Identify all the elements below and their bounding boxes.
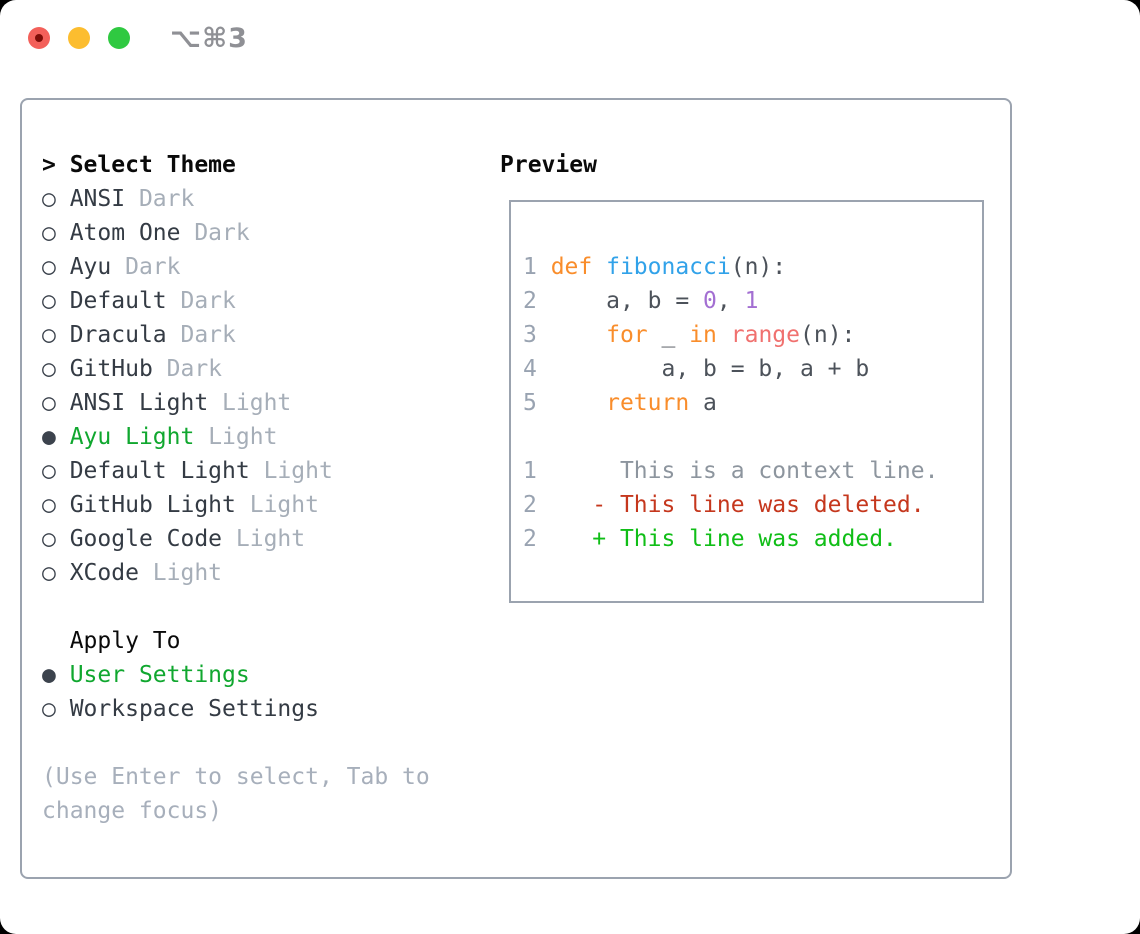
minimize-button[interactable]	[68, 27, 90, 49]
radio-icon: ○	[42, 526, 70, 552]
theme-name: Ayu Light	[69, 424, 209, 450]
apply-option-user-settings[interactable]: ● User Settings	[42, 658, 430, 692]
theme-option-dracula[interactable]: ○ Dracula Dark	[42, 318, 430, 352]
theme-variant-label: Light	[249, 492, 319, 518]
theme-option-ayu[interactable]: ○ Ayu Dark	[42, 250, 430, 284]
help-text: (Use Enter to select, Tab to	[42, 764, 430, 790]
apply-option-label: User Settings	[69, 662, 250, 688]
theme-variant-label: Dark	[125, 254, 181, 280]
code-line: 4 a, b = b, a + b	[523, 356, 870, 382]
theme-name: ANSI	[69, 186, 139, 212]
code-line: 1 def fibonacci(n):	[523, 254, 787, 280]
theme-name: Atom One	[69, 220, 195, 246]
radio-icon: ○	[42, 492, 70, 518]
radio-icon: ○	[42, 186, 70, 212]
theme-variant-label: Dark	[194, 220, 250, 246]
code-preview: 1 def fibonacci(n): 2 a, b = 0, 1 3 for _ …	[523, 250, 938, 556]
theme-list: > Select Theme○ ANSI Dark○ Atom One Dark…	[42, 148, 430, 828]
code-line: 2 - This line was deleted.	[523, 492, 925, 518]
code-line: 1 This is a context line.	[523, 458, 939, 484]
theme-option-ansi-light[interactable]: ○ ANSI Light Light	[42, 386, 430, 420]
theme-picker-panel: > Select Theme○ ANSI Dark○ Atom One Dark…	[20, 98, 1012, 879]
radio-selected-icon: ●	[42, 424, 70, 450]
theme-variant-label: Dark	[180, 322, 236, 348]
theme-option-ansi[interactable]: ○ ANSI Dark	[42, 182, 430, 216]
theme-option-default[interactable]: ○ Default Dark	[42, 284, 430, 318]
select-theme-label: Select Theme	[69, 152, 236, 178]
zoom-button[interactable]	[108, 27, 130, 49]
theme-variant-label: Dark	[138, 186, 195, 212]
theme-variant-label: Light	[152, 560, 223, 586]
theme-option-default-light[interactable]: ○ Default Light Light	[42, 454, 430, 488]
theme-name: Ayu	[69, 254, 126, 280]
theme-variant-label: Light	[222, 390, 292, 416]
theme-name: GitHub Light	[69, 492, 250, 518]
apply-to-label: Apply To	[42, 628, 181, 654]
close-button[interactable]	[28, 27, 50, 49]
theme-option-google-code[interactable]: ○ Google Code Light	[42, 522, 430, 556]
theme-variant-label: Light	[235, 526, 306, 552]
help-text: change focus)	[42, 798, 223, 824]
cursor-icon: >	[42, 152, 70, 178]
radio-icon: ○	[42, 322, 70, 348]
select-theme-header: > Select Theme	[42, 148, 430, 182]
radio-icon: ○	[42, 458, 70, 484]
code-line	[523, 420, 938, 454]
radio-icon: ○	[42, 220, 70, 246]
apply-option-workspace-settings[interactable]: ○ Workspace Settings	[42, 692, 430, 726]
theme-option-ayu-light[interactable]: ● Ayu Light Light	[42, 420, 430, 454]
theme-option-github-light[interactable]: ○ GitHub Light Light	[42, 488, 430, 522]
theme-name: ANSI Light	[69, 390, 223, 416]
theme-name: Dracula	[69, 322, 181, 348]
theme-option-atom-one[interactable]: ○ Atom One Dark	[42, 216, 430, 250]
apply-to-header: Apply To	[42, 624, 430, 658]
preview-title: Preview	[500, 152, 597, 178]
radio-icon: ○	[42, 560, 70, 586]
traffic-lights	[28, 27, 148, 49]
keyboard-shortcut-label: ⌥⌘3	[170, 22, 248, 54]
theme-name: GitHub	[69, 356, 167, 382]
theme-option-github[interactable]: ○ GitHub Dark	[42, 352, 430, 386]
radio-icon: ○	[42, 390, 70, 416]
theme-option-xcode[interactable]: ○ XCode Light	[42, 556, 430, 590]
theme-name: Default Light	[69, 458, 264, 484]
radio-icon: ○	[42, 254, 70, 280]
theme-variant-label: Light	[208, 424, 278, 450]
theme-name: Google Code	[69, 526, 236, 552]
code-line: 2 + This line was added.	[523, 526, 897, 552]
apply-option-label: Workspace Settings	[69, 696, 319, 722]
radio-icon: ○	[42, 696, 70, 722]
radio-icon: ○	[42, 288, 70, 314]
theme-variant-label: Light	[263, 458, 333, 484]
theme-variant-label: Dark	[166, 356, 223, 382]
radio-icon: ○	[42, 356, 70, 382]
radio-selected-icon: ●	[42, 662, 70, 688]
titlebar: ⌥⌘3	[0, 0, 1140, 76]
code-line: 2 a, b = 0, 1	[523, 288, 759, 314]
code-line: 3 for _ in range(n):	[523, 322, 856, 348]
preview-box: 1 def fibonacci(n): 2 a, b = 0, 1 3 for _ …	[509, 200, 984, 603]
theme-variant-label: Dark	[180, 288, 236, 314]
code-line: 5 return a	[523, 390, 717, 416]
theme-name: XCode	[69, 560, 153, 586]
theme-name: Default	[69, 288, 181, 314]
